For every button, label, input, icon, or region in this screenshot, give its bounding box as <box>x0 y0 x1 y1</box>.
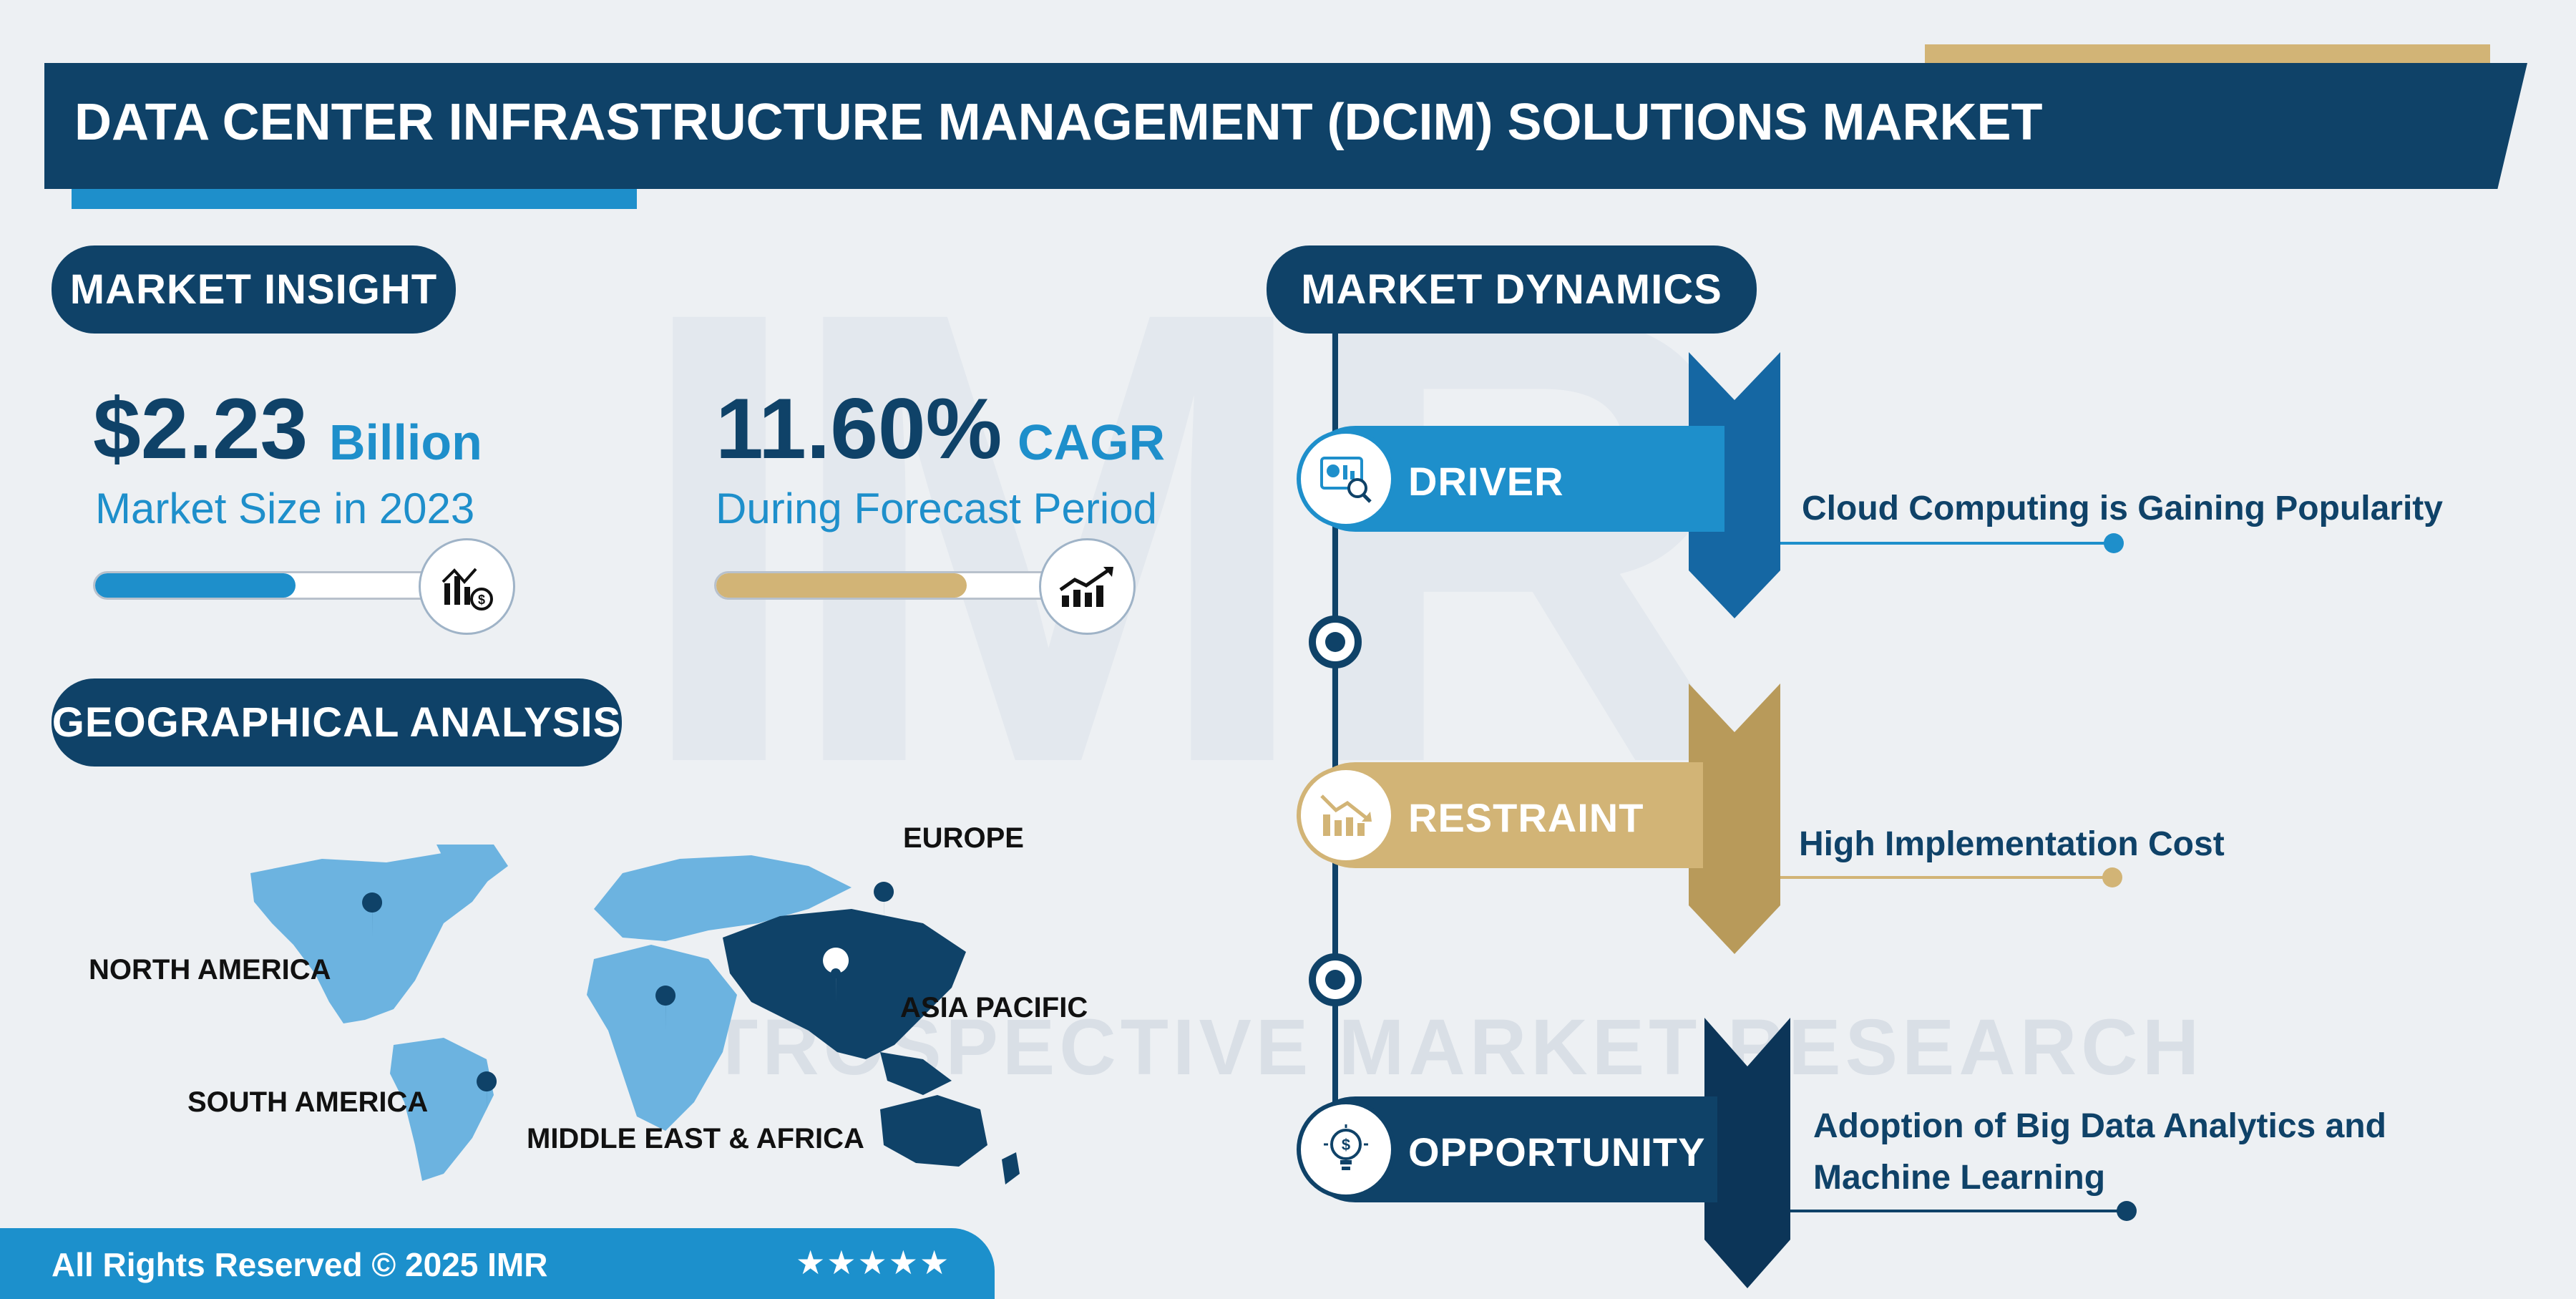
market-size-bar <box>93 571 451 600</box>
restraint-connector <box>1780 876 2111 879</box>
svg-text:$: $ <box>1342 1136 1350 1154</box>
title-accent-gold <box>1925 44 2490 66</box>
region-europe: EUROPE <box>903 822 1024 854</box>
driver-description: Cloud Computing is Gaining Popularity <box>1802 490 2443 527</box>
page-title: DATA CENTER INFRASTRUCTURE MANAGEMENT (D… <box>74 94 2043 151</box>
region-south-america: SOUTH AMERICA <box>187 1086 429 1118</box>
region-middle-east-africa: MIDDLE EAST & AFRICA <box>527 1123 864 1154</box>
region-north-america: NORTH AMERICA <box>89 954 331 986</box>
timeline-line <box>1332 329 1338 1174</box>
cagr-bar-fill <box>716 573 967 598</box>
world-map <box>250 845 1020 1184</box>
geographical-analysis-heading: GEOGRAPHICAL ANALYSIS <box>52 678 622 767</box>
footer-copyright: All Rights Reserved © 2025 IMR <box>52 1246 548 1283</box>
map-south-america <box>390 1038 494 1181</box>
driver-banner-edge <box>1689 426 1724 532</box>
driver-connector <box>1780 542 2111 545</box>
opportunity-description-line2: Machine Learning <box>1813 1159 2106 1197</box>
map-africa <box>587 945 737 1131</box>
cagr-label: During Forecast Period <box>716 485 1157 532</box>
market-size-label: Market Size in 2023 <box>95 485 475 532</box>
driver-connector-dot <box>2104 533 2124 553</box>
money-idea-icon: $ <box>1297 1100 1395 1199</box>
finance-chart-icon: $ <box>419 538 515 635</box>
cagr-unit: CAGR <box>1018 414 1166 470</box>
opportunity-connector-dot <box>2117 1201 2137 1221</box>
market-size-bar-fill <box>95 573 296 598</box>
footer-band <box>0 1228 995 1299</box>
restraint-label: RESTRAINT <box>1408 795 1644 840</box>
timeline-node <box>1309 616 1362 668</box>
map-europe <box>594 855 852 941</box>
cagr-value: 11.60% <box>716 381 1002 477</box>
opportunity-label: OPPORTUNITY <box>1408 1129 1706 1174</box>
market-size-value: $2.23 <box>93 381 308 477</box>
restraint-description: High Implementation Cost <box>1799 825 2225 863</box>
opportunity-description-line1: Adoption of Big Data Analytics and <box>1813 1107 2386 1145</box>
cagr-bar <box>714 571 1072 600</box>
title-band <box>44 63 2527 189</box>
rating-stars: ★★★★★ <box>796 1244 951 1281</box>
svg-text:$: $ <box>477 593 484 607</box>
restraint-connector-dot <box>2102 867 2122 887</box>
driver-label: DRIVER <box>1408 459 1564 504</box>
map-australia <box>880 1095 987 1167</box>
opportunity-connector <box>1790 1210 2127 1212</box>
market-insight-heading: MARKET INSIGHT <box>52 245 456 334</box>
growth-chart-icon <box>1039 538 1136 635</box>
timeline-node <box>1309 953 1362 1006</box>
map-pins <box>362 882 894 1116</box>
market-dynamics-heading: MARKET DYNAMICS <box>1267 245 1757 334</box>
decline-chart-icon <box>1297 766 1395 865</box>
analytics-icon <box>1297 429 1395 528</box>
market-size-unit: Billion <box>329 414 482 470</box>
title-accent-blue <box>72 188 637 209</box>
region-asia-pacific: ASIA PACIFIC <box>900 992 1088 1023</box>
map-asia-pacific <box>723 909 966 1059</box>
